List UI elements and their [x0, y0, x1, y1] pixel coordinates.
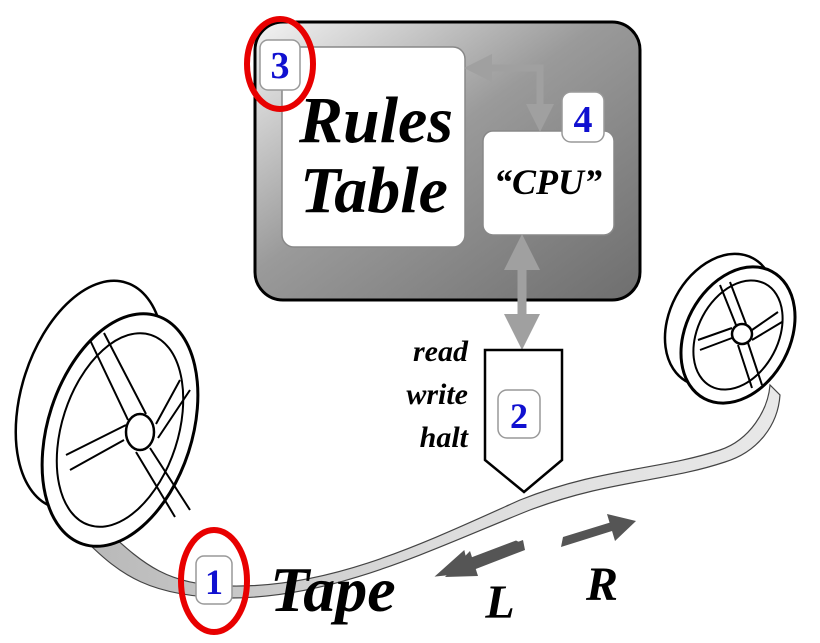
- badge-3: 3: [271, 45, 290, 87]
- direction-right-label: R: [585, 558, 618, 611]
- rules-table-panel: [281, 46, 466, 248]
- badge-2: 2: [510, 396, 528, 436]
- badge-3-box: [259, 39, 301, 91]
- rules-cpu-arrow: [464, 54, 554, 132]
- head-op-read: read: [413, 335, 469, 368]
- tape-label: Tape: [270, 554, 396, 625]
- cpu-label: “CPU”: [494, 162, 602, 202]
- badge-4-box: [561, 91, 605, 143]
- badge-1-highlight-circle: [178, 527, 250, 635]
- badge-1: 1: [205, 562, 223, 602]
- tape-strip: [84, 383, 781, 599]
- badge-3-highlight-circle: [244, 16, 316, 112]
- head-op-write: write: [406, 378, 468, 411]
- rules-table-line1: Rules: [298, 84, 453, 157]
- right-tape-reel: [663, 252, 797, 405]
- left-tape-reel: [14, 279, 200, 548]
- badge-2-box: [497, 389, 541, 439]
- rules-table-line2: Table: [300, 154, 448, 227]
- direction-left-label: L: [484, 576, 514, 629]
- move-left-arrow: [434, 540, 525, 577]
- head-op-halt: halt: [420, 421, 470, 454]
- badge-1-box: [195, 555, 233, 605]
- move-right-arrow: [561, 514, 636, 547]
- badge-4: 4: [574, 99, 593, 141]
